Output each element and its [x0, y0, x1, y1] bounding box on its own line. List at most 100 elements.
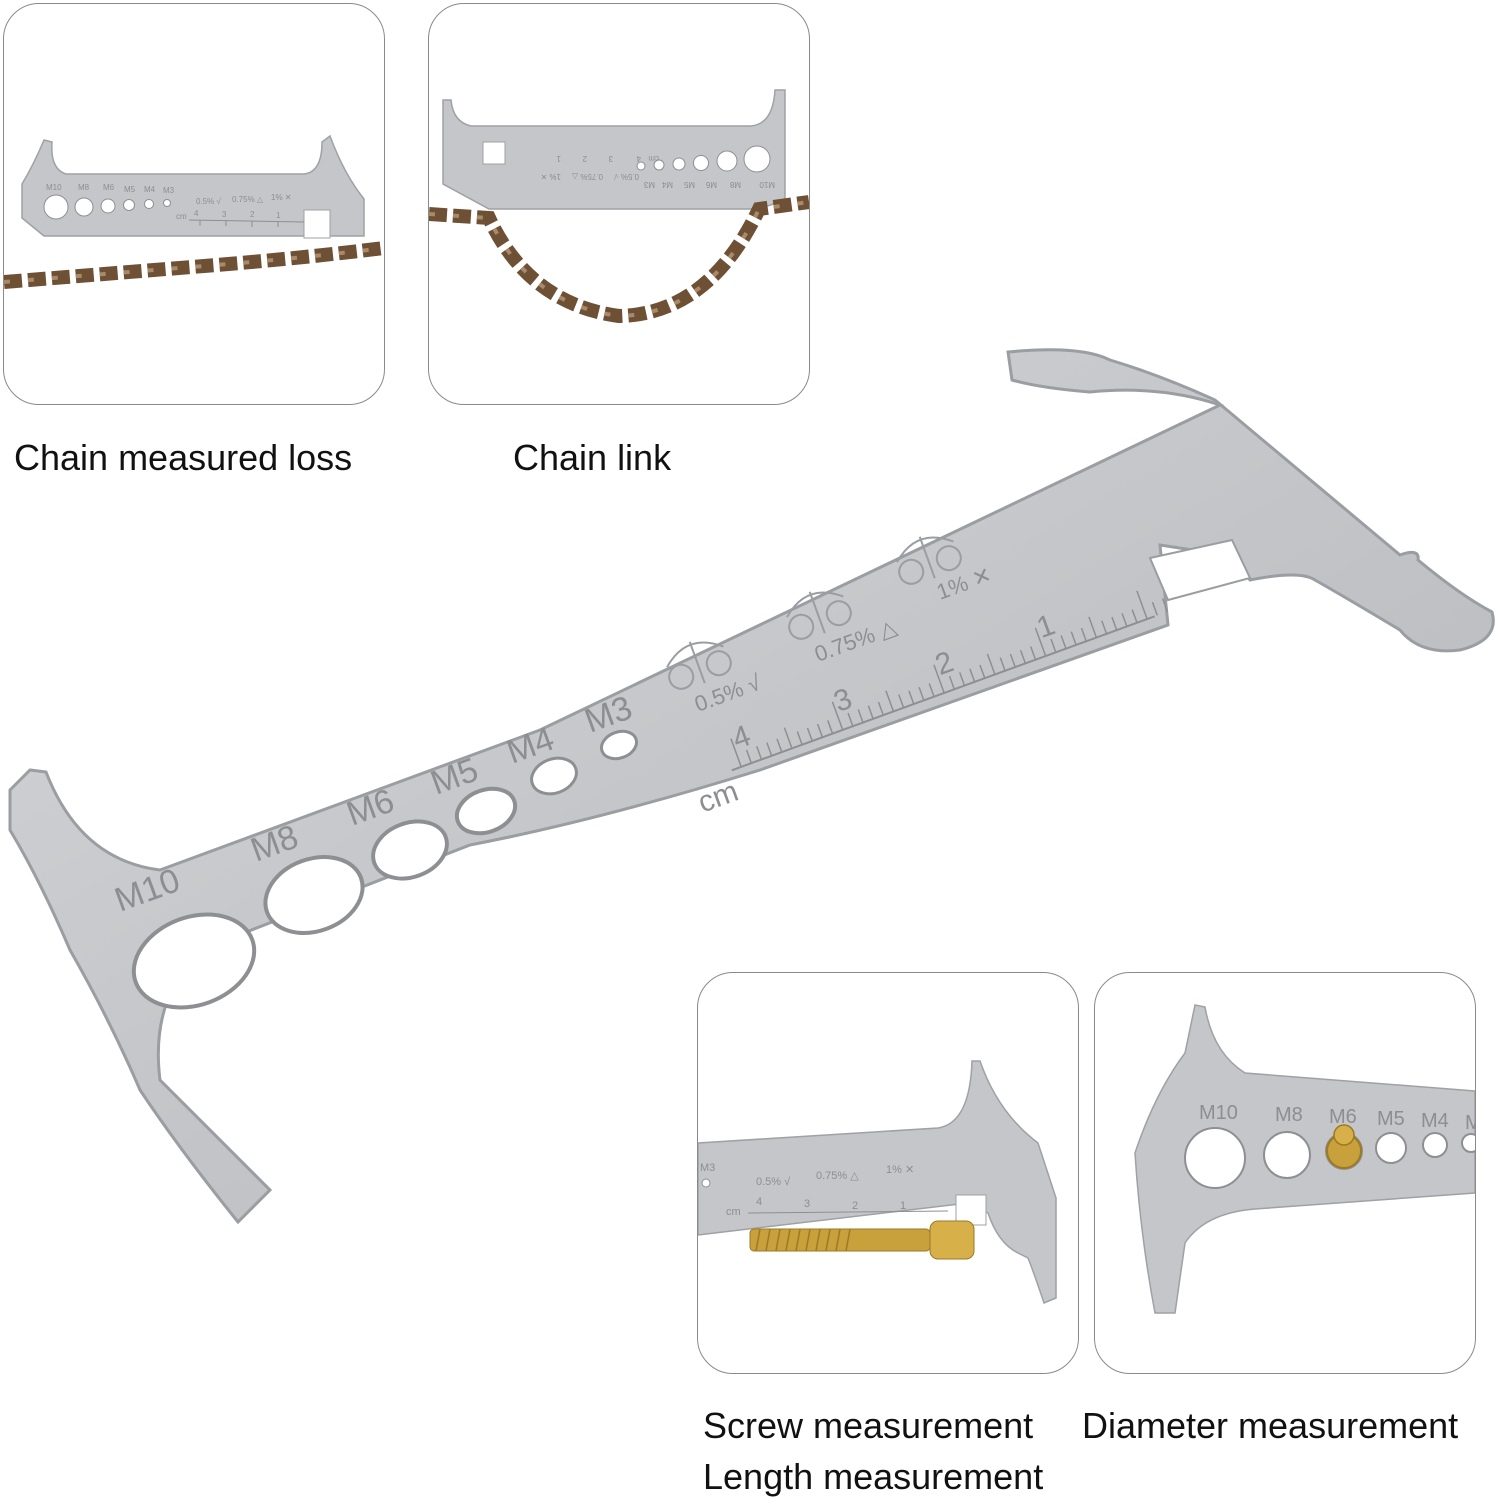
panel-diameter-measurement: M10 M8 M6 M5 M4 M3 — [1094, 972, 1476, 1374]
ruler-tick — [933, 664, 945, 694]
svg-text:2: 2 — [582, 154, 587, 163]
svg-text:0.75% △: 0.75% △ — [232, 195, 264, 204]
ruler-tick — [979, 664, 986, 679]
svg-text:0.5% √: 0.5% √ — [756, 1176, 791, 1188]
svg-text:M4: M4 — [1421, 1110, 1449, 1132]
svg-text:2: 2 — [250, 210, 255, 219]
svg-text:M10: M10 — [1199, 1102, 1238, 1124]
ruler-tick — [730, 738, 742, 768]
svg-text:M10: M10 — [46, 183, 62, 192]
ruler-tick — [969, 668, 976, 683]
svg-text:M8: M8 — [729, 180, 741, 189]
hole-m8 — [263, 855, 365, 935]
svg-text:M4: M4 — [144, 185, 156, 194]
ruler-tick — [918, 686, 925, 701]
svg-text:3: 3 — [608, 154, 613, 163]
svg-text:3: 3 — [804, 1198, 810, 1210]
svg-text:0.5% √: 0.5% √ — [196, 197, 221, 206]
ruler-tick — [1060, 635, 1067, 649]
svg-text:cm: cm — [648, 154, 659, 163]
svg-text:1% ✕: 1% ✕ — [541, 172, 562, 181]
svg-text:M6: M6 — [103, 183, 115, 192]
svg-text:M3: M3 — [1465, 1112, 1475, 1134]
svg-text:M6: M6 — [705, 180, 717, 189]
svg-text:M3: M3 — [163, 186, 175, 195]
ruler-tick — [1070, 631, 1077, 646]
ruler-tick — [1088, 616, 1098, 638]
svg-text:4: 4 — [756, 1196, 762, 1208]
ruler-tick — [885, 690, 895, 712]
ruler-tick — [898, 694, 905, 708]
caption-diameter-measurement: Diameter measurement — [1082, 1405, 1459, 1446]
ruler-tick — [776, 738, 783, 753]
ruler-tick — [1131, 609, 1138, 624]
svg-text:M3: M3 — [700, 1162, 715, 1174]
svg-text:3: 3 — [222, 210, 227, 219]
ruler-tick — [783, 727, 793, 749]
ruler-tick — [928, 683, 935, 697]
svg-text:M3: M3 — [643, 180, 655, 189]
ruler-tick — [958, 672, 966, 686]
svg-text:M5: M5 — [683, 180, 695, 189]
ruler-tick — [1111, 616, 1118, 631]
svg-text:M8: M8 — [78, 183, 90, 192]
hole-m6 — [371, 819, 449, 881]
svg-text:0.75% △: 0.75% △ — [571, 172, 603, 181]
ruler-tick — [831, 701, 844, 731]
svg-text:1: 1 — [276, 211, 281, 220]
chain-measured-loss-photo: M10 M8 M6 M5 M4 M3 0.5% √ 0.75% △ 1% ✕ cm 4 3 2 1 — [4, 134, 384, 289]
svg-text:M6: M6 — [1329, 1106, 1357, 1128]
caption-chain-link: Chain link — [513, 437, 672, 478]
panel-chain-measured-loss: M10 M8 M6 M5 M4 M3 0.5% √ 0.75% △ 1% ✕ cm 4 3 2 1 — [3, 3, 385, 405]
ruler-tick — [857, 709, 864, 723]
hole-m10 — [131, 912, 257, 1010]
ruler-tick — [986, 653, 996, 675]
ruler-tick — [1101, 620, 1108, 635]
svg-text:1% ✕: 1% ✕ — [271, 193, 292, 202]
wear-indicators — [666, 536, 962, 690]
ruler-tick — [908, 690, 915, 705]
svg-text:1% ✕: 1% ✕ — [886, 1164, 914, 1176]
caption-length-measurement: Length measurement — [703, 1456, 1044, 1497]
svg-text:M5: M5 — [1377, 1108, 1405, 1130]
chain-checker-tool: M10 M8 M6 M5 M4 M3 4 3 2 1 cm 0.5% √ 0.7… — [8, 348, 1495, 1225]
svg-text:M10: M10 — [759, 180, 775, 189]
caption-chain-measured-loss: Chain measured loss — [14, 437, 353, 478]
caption-screw-measurement: Screw measurement — [703, 1405, 1034, 1446]
ruler-tick — [756, 746, 763, 760]
hole-m5 — [454, 786, 518, 836]
svg-text:cm: cm — [726, 1206, 741, 1218]
ruler-tick — [847, 712, 854, 727]
tool-body — [8, 348, 1495, 1225]
svg-text:M4: M4 — [661, 180, 673, 189]
hole-m3 — [600, 729, 638, 761]
ruler-tick — [806, 727, 813, 742]
svg-text:0.75% △: 0.75% △ — [816, 1170, 859, 1182]
ruler-tick — [796, 731, 803, 745]
ruler-tick — [1151, 601, 1159, 616]
ruler-tick — [1009, 653, 1016, 668]
svg-text:M8: M8 — [1275, 1104, 1303, 1126]
ruler-tick — [1080, 627, 1087, 642]
ruler-tick — [877, 701, 884, 716]
ruler-tick — [948, 675, 956, 690]
ruler-tick — [1121, 613, 1128, 627]
ruler-tick — [867, 705, 874, 720]
ruler-tick — [816, 723, 824, 738]
ruler-tick — [1030, 646, 1037, 660]
ruler-tick — [745, 749, 753, 764]
ruler-tick — [827, 720, 834, 734]
diameter-measurement-photo: M10 M8 M6 M5 M4 M3 — [1134, 1004, 1475, 1314]
ruler-tick — [1050, 638, 1057, 653]
svg-text:4: 4 — [194, 209, 199, 218]
ruler-tick — [999, 657, 1006, 672]
svg-text:M5: M5 — [124, 185, 136, 194]
ruler-tick — [1019, 650, 1027, 664]
svg-text:1: 1 — [556, 154, 561, 163]
svg-text:cm: cm — [176, 212, 187, 221]
svg-text:2: 2 — [852, 1200, 858, 1212]
ruler-tick — [1136, 590, 1148, 620]
